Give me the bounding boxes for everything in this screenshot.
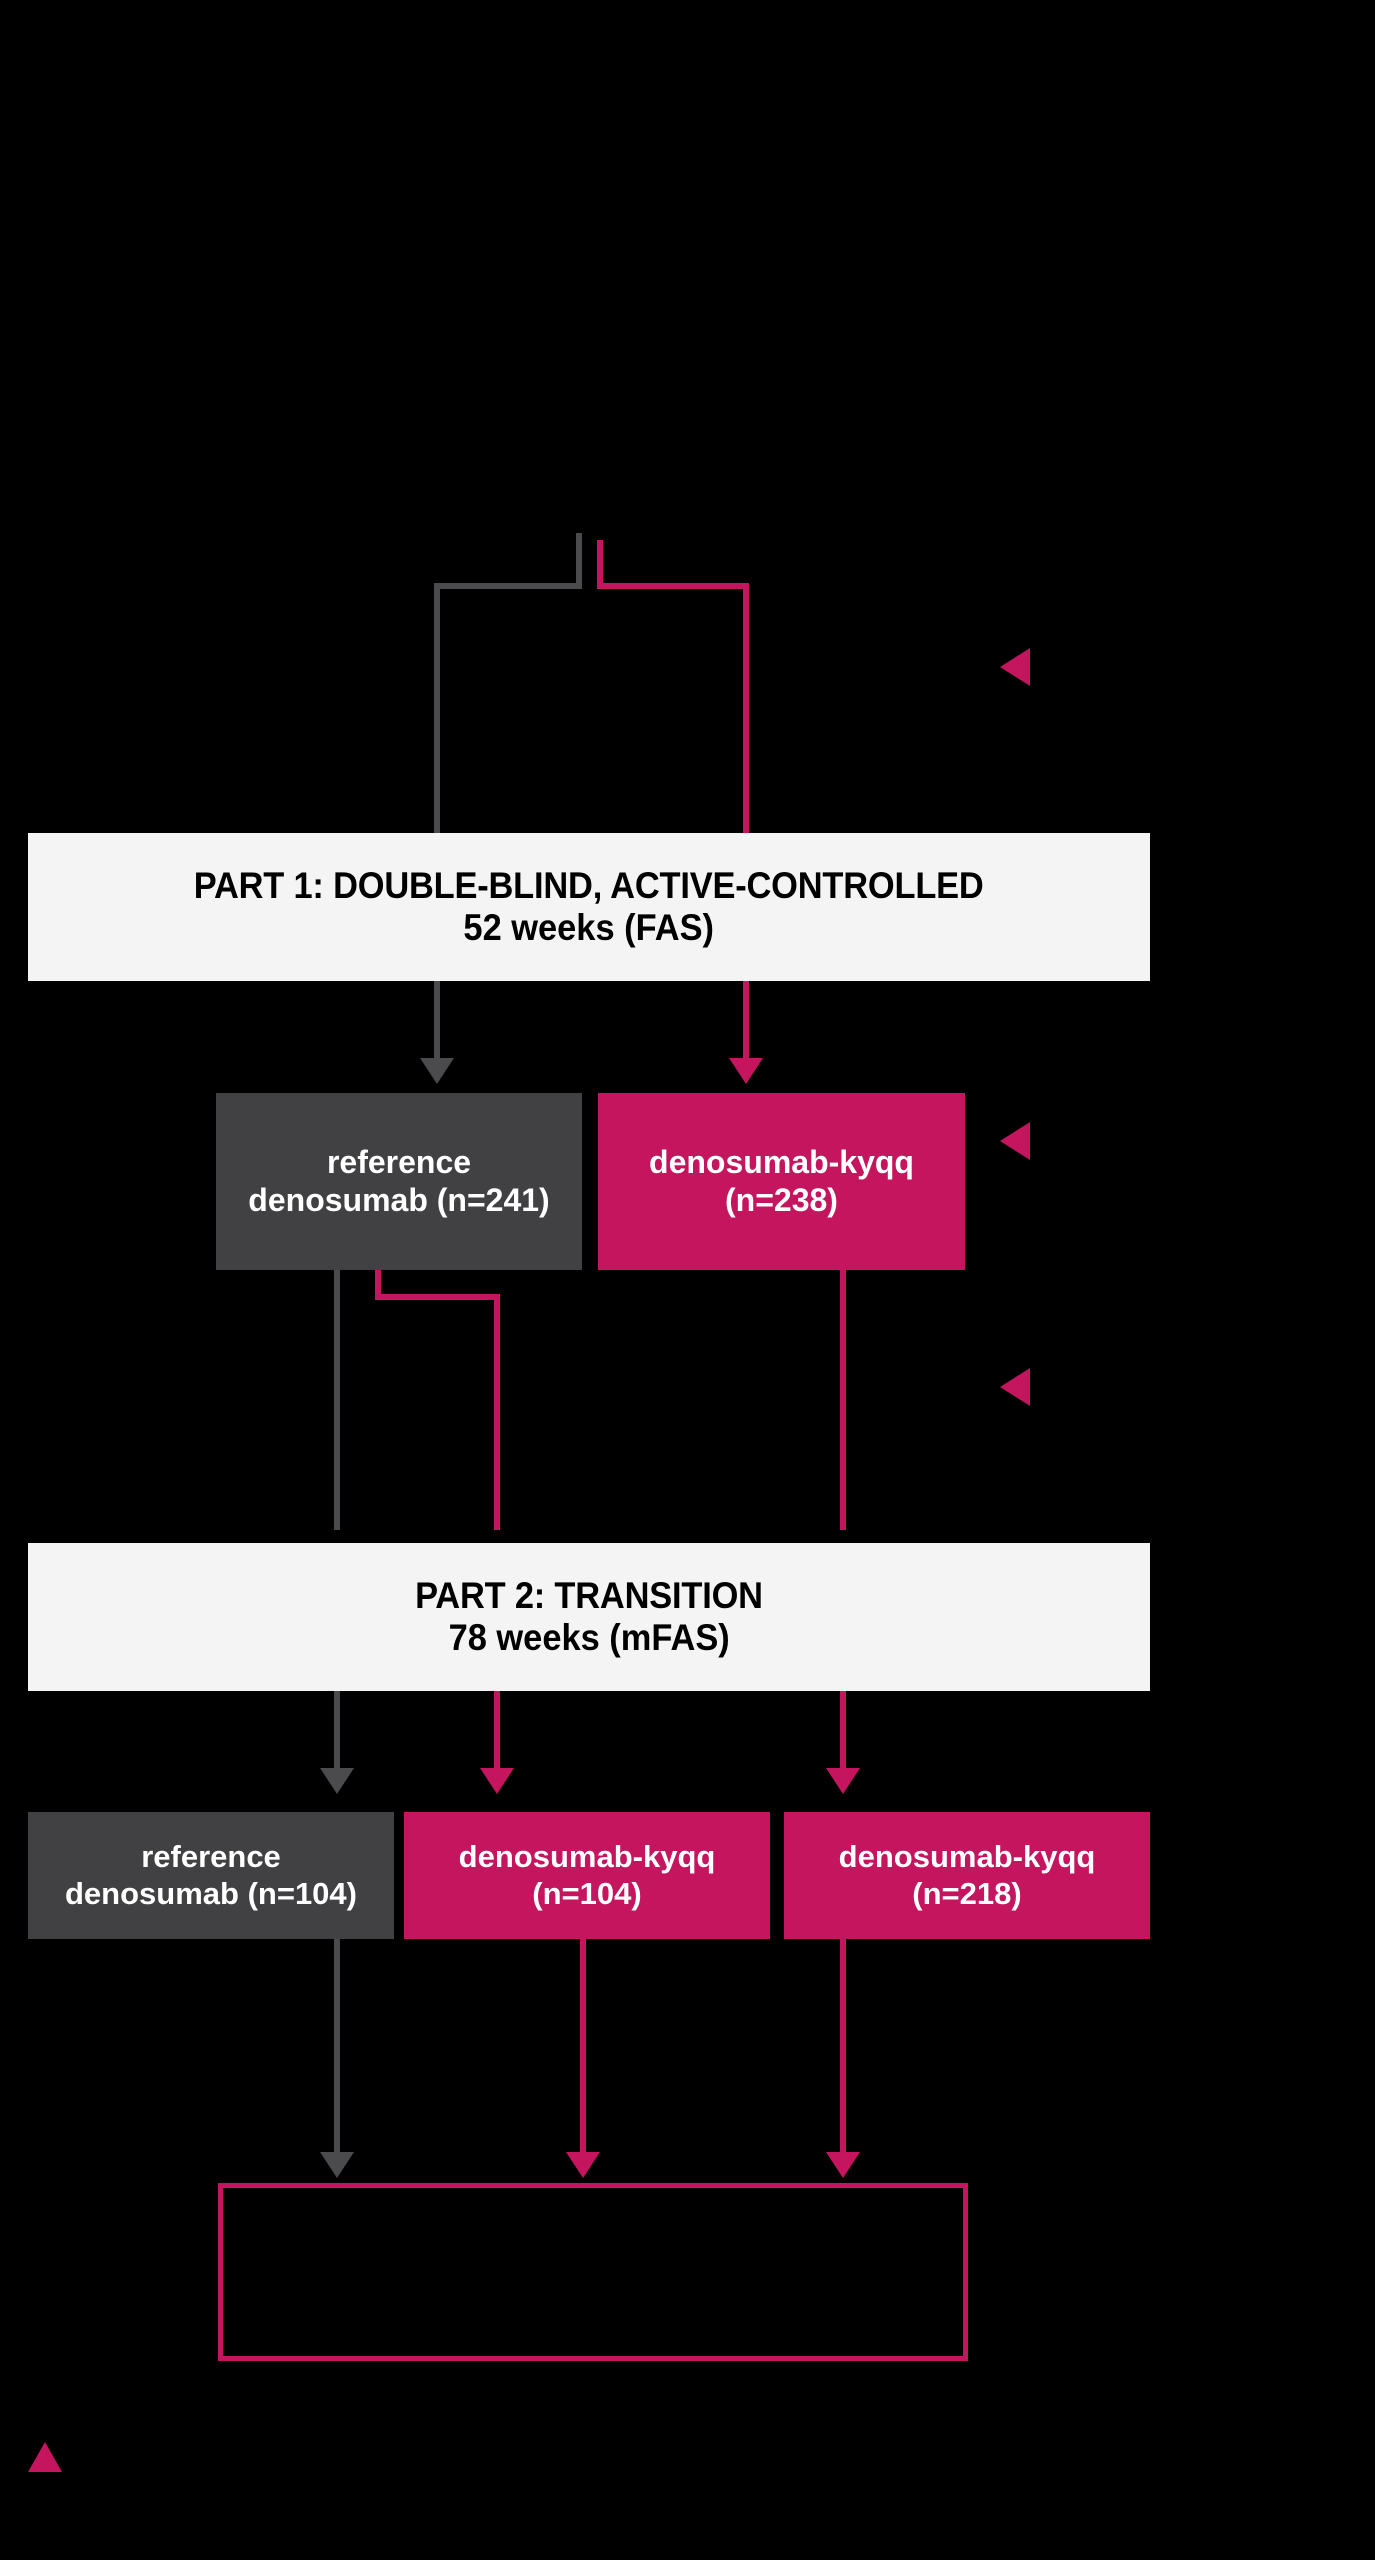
arm-label-line1: denosumab-kyqq bbox=[838, 1838, 1096, 1874]
arm-label-line1: denosumab-kyqq bbox=[649, 1143, 914, 1180]
connector-top-pink-down bbox=[743, 583, 749, 843]
connector-rerandom-pink-horizontal bbox=[375, 1294, 500, 1300]
phase-band-part1-title: PART 1: DOUBLE-BLIND, ACTIVE-CONTROLLED bbox=[194, 865, 984, 906]
arrowhead-part1-gray bbox=[420, 1058, 454, 1084]
arrowhead-result-gray bbox=[320, 2152, 354, 2178]
connector-top-pink-stub bbox=[597, 540, 603, 589]
arm-box-part1-reference-denosumab: reference denosumab (n=241) bbox=[216, 1093, 582, 1270]
arrowhead-result-pink1 bbox=[566, 2152, 600, 2178]
arrowhead-result-pink2 bbox=[826, 2152, 860, 2178]
arm-label-line2: (n=238) bbox=[725, 1181, 838, 1218]
arm-box-part1-denosumab-kyqq: denosumab-kyqq (n=238) bbox=[598, 1093, 965, 1270]
connector-part2-pink2-to-arm bbox=[840, 1691, 846, 1771]
arm-label-line1: reference bbox=[141, 1838, 281, 1874]
arm-box-part2-denosumab-kyqq-218: denosumab-kyqq (n=218) bbox=[784, 1812, 1150, 1939]
phase-band-part2-title: PART 2: TRANSITION bbox=[415, 1575, 763, 1616]
arm-label-line2: denosumab (n=241) bbox=[248, 1181, 550, 1218]
connector-result-gray bbox=[334, 1939, 340, 2159]
connector-rerandom-pink-stub bbox=[375, 1270, 381, 1300]
connector-result-pink2 bbox=[840, 1939, 846, 2159]
arm-label-line1: reference bbox=[326, 1143, 472, 1180]
marker-triangle-left-2[interactable] bbox=[1000, 1122, 1030, 1160]
phase-band-part2-subtitle: 78 weeks (mFAS) bbox=[448, 1617, 730, 1658]
connector-top-gray-horizontal bbox=[434, 583, 582, 589]
arrowhead-part1-pink bbox=[729, 1058, 763, 1084]
connector-top-pink-horizontal bbox=[597, 583, 749, 589]
marker-triangle-up-4[interactable] bbox=[28, 2442, 62, 2472]
arm-box-part2-reference-denosumab: reference denosumab (n=104) bbox=[28, 1812, 394, 1939]
marker-triangle-left-1[interactable] bbox=[1000, 648, 1030, 686]
connector-result-pink1 bbox=[580, 1939, 586, 2159]
phase-band-part1-subtitle: 52 weeks (FAS) bbox=[463, 907, 715, 948]
connector-part1-gray-to-arm bbox=[434, 981, 440, 1061]
phase-band-part1: PART 1: DOUBLE-BLIND, ACTIVE-CONTROLLED … bbox=[28, 833, 1150, 981]
connector-part2-pink1-to-arm bbox=[494, 1691, 500, 1771]
arm-label-line2: denosumab (n=104) bbox=[65, 1875, 357, 1911]
connector-top-gray-stub bbox=[576, 533, 582, 589]
arm-label-line1: denosumab-kyqq bbox=[458, 1838, 716, 1874]
arm-label-line2: (n=104) bbox=[532, 1875, 642, 1911]
connector-part2-gray-to-arm bbox=[334, 1691, 340, 1771]
connector-rerandom-pink-down bbox=[494, 1294, 500, 1530]
result-outcome-box bbox=[218, 2183, 968, 2361]
arrowhead-part2-pink1 bbox=[480, 1768, 514, 1794]
arrowhead-part2-gray bbox=[320, 1768, 354, 1794]
connector-part1-pink-continue bbox=[840, 1270, 846, 1530]
arm-label-line2: (n=218) bbox=[912, 1875, 1022, 1911]
marker-triangle-left-3[interactable] bbox=[1000, 1368, 1030, 1406]
connector-top-gray-down bbox=[434, 583, 440, 843]
arrowhead-part2-pink2 bbox=[826, 1768, 860, 1794]
arm-box-part2-denosumab-kyqq-104: denosumab-kyqq (n=104) bbox=[404, 1812, 770, 1939]
phase-band-part2: PART 2: TRANSITION 78 weeks (mFAS) bbox=[28, 1543, 1150, 1691]
connector-part1-gray-continue bbox=[334, 1270, 340, 1530]
connector-part1-pink-to-arm bbox=[743, 981, 749, 1061]
